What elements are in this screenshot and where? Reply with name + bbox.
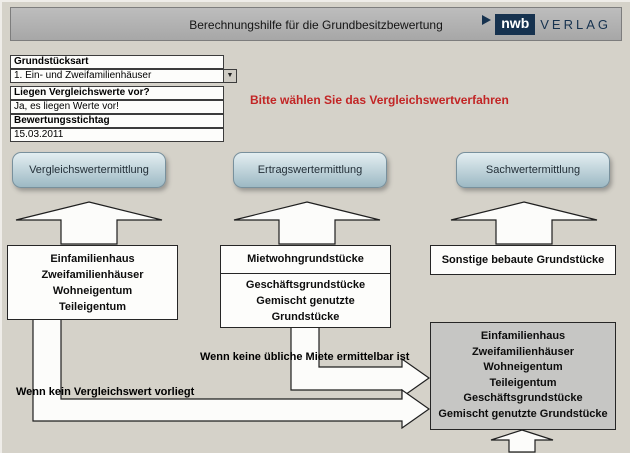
box-line: Geschäftsgrundstücke: [245, 279, 366, 291]
vergleichswerte-value: Ja, es liegen Werte vor!: [10, 100, 224, 114]
label-no-comparison: Wenn kein Vergleichswert vorliegt: [16, 386, 195, 398]
vergleichswerte-label: Liegen Vergleichswerte vor?: [10, 86, 224, 100]
logo-mark: nwb: [495, 14, 536, 35]
logo-name: VERLAG: [540, 17, 611, 32]
box-line: Zweifamilienhäuser: [41, 269, 144, 281]
page-title: Berechnungshilfe für die Grundbesitzbewe…: [189, 18, 443, 32]
box-line: Wohneigentum: [483, 361, 563, 373]
box-line: Gemischt genutzte Grundstücke: [438, 407, 608, 420]
header-bar: Berechnungshilfe für die Grundbesitzbewe…: [10, 7, 622, 41]
stichtag-value: 15.03.2011: [10, 128, 224, 142]
box-sachwert-fallback-objects: Einfamilienhaus Zweifamilienhäuser Wohne…: [430, 322, 616, 430]
arrow-up-ertragswert-icon: [233, 201, 381, 245]
arrow-no-rent-icon: [290, 326, 431, 398]
arrow-up-vergleichswert-icon: [15, 201, 163, 245]
logo-triangle-icon: [482, 15, 492, 25]
button-vergleichswertermittlung[interactable]: Vergleichswertermittlung: [12, 152, 166, 188]
box-line: Einfamilienhaus: [50, 253, 135, 265]
stichtag-label: Bewertungsstichtag: [10, 114, 224, 128]
grundstuecksart-select[interactable]: 1. Ein- und Zweifamilienhäuser ▼: [10, 69, 237, 83]
button-ertragswertermittlung[interactable]: Ertragswertermittlung: [233, 152, 387, 188]
box-line: Gemischt genutzte: [256, 295, 355, 307]
box-line: Wohneigentum: [52, 285, 133, 297]
box-line: Zweifamilienhäuser: [471, 345, 575, 358]
box-line: Teileigentum: [58, 301, 127, 313]
grundstuecksart-label: Grundstücksart: [10, 55, 224, 69]
box-line: Einfamilienhaus: [480, 330, 566, 342]
arrow-up-sachwert-icon: [450, 201, 598, 245]
chevron-down-icon[interactable]: ▼: [224, 69, 237, 83]
box-line: Teileigentum: [489, 376, 557, 389]
box-ertragswert-objects: Mietwohngrundstücke Geschäftsgrundstücke…: [220, 245, 391, 328]
grundstuecksart-value[interactable]: 1. Ein- und Zweifamilienhäuser: [10, 69, 224, 83]
box-sachwert-objects: Sonstige bebaute Grundstücke: [430, 245, 616, 275]
box-vergleichswert-objects: Einfamilienhaus Zweifamilienhäuser Wohne…: [7, 245, 178, 320]
button-sachwertermittlung[interactable]: Sachwertermittlung: [456, 152, 610, 188]
nwb-verlag-logo: nwb VERLAG: [482, 14, 611, 35]
arrow-up-fallback-icon: [490, 429, 554, 453]
box-line: Geschäftsgrundstücke: [463, 392, 583, 404]
label-no-rent: Wenn keine übliche Miete ermittelbar ist: [200, 351, 410, 363]
instruction-text: Bitte wählen Sie das Vergleichswertverfa…: [250, 93, 509, 107]
arrow-no-comparison-icon: [32, 318, 431, 429]
box-line: Grundstücke: [271, 311, 340, 323]
box-line: Mietwohngrundstücke: [221, 246, 390, 274]
